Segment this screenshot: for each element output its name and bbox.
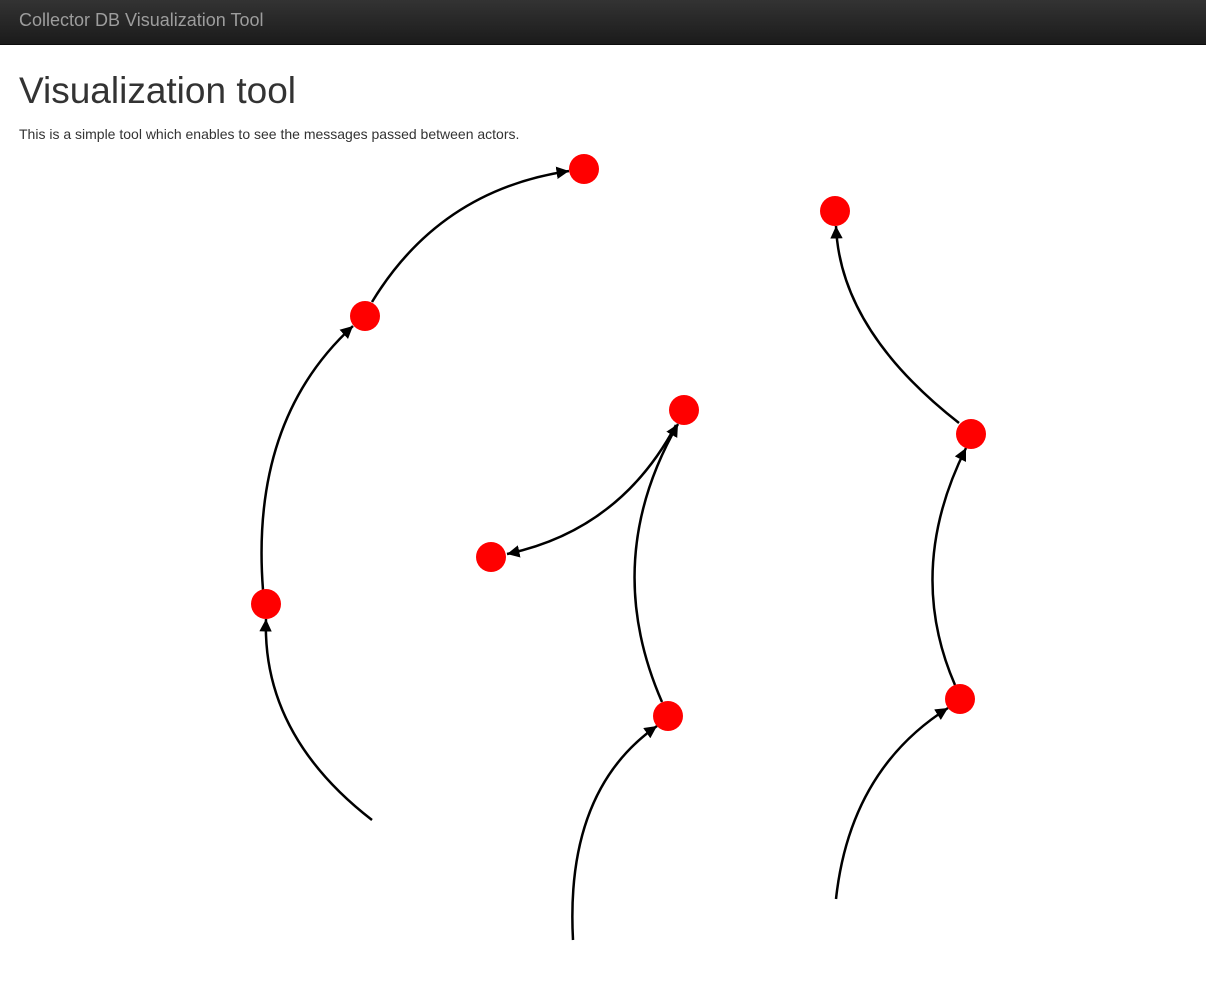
page-title: Visualization tool: [19, 70, 296, 111]
message-edge: [633, 423, 680, 703]
actor-node[interactable]: [350, 301, 380, 331]
message-edge: [370, 166, 570, 303]
actor-node[interactable]: [569, 154, 599, 184]
message-edge: [830, 225, 960, 424]
edges: [259, 166, 968, 941]
actor-node[interactable]: [669, 395, 699, 425]
navbar: Collector DB Visualization Tool: [0, 0, 1206, 45]
message-edge: [571, 724, 658, 941]
message-edge: [259, 618, 373, 821]
actor-node[interactable]: [956, 419, 986, 449]
navbar-brand[interactable]: Collector DB Visualization Tool: [19, 10, 264, 30]
message-edge: [506, 424, 678, 558]
nodes: [251, 154, 986, 731]
page-description: This is a simple tool which enables to s…: [19, 126, 520, 142]
message-edge: [260, 325, 354, 591]
actor-node[interactable]: [945, 684, 975, 714]
actor-node[interactable]: [653, 701, 683, 731]
message-edge: [931, 447, 968, 686]
message-edge: [834, 706, 949, 900]
actor-node[interactable]: [476, 542, 506, 572]
actor-node[interactable]: [820, 196, 850, 226]
actor-node[interactable]: [251, 589, 281, 619]
